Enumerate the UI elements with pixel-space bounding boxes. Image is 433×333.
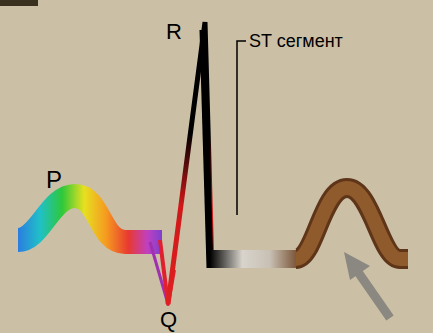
wave-label: Q <box>160 309 177 331</box>
segment-label: ST сегмент <box>249 32 343 50</box>
wave-label: P <box>46 168 62 192</box>
wave-label: R <box>166 21 182 43</box>
